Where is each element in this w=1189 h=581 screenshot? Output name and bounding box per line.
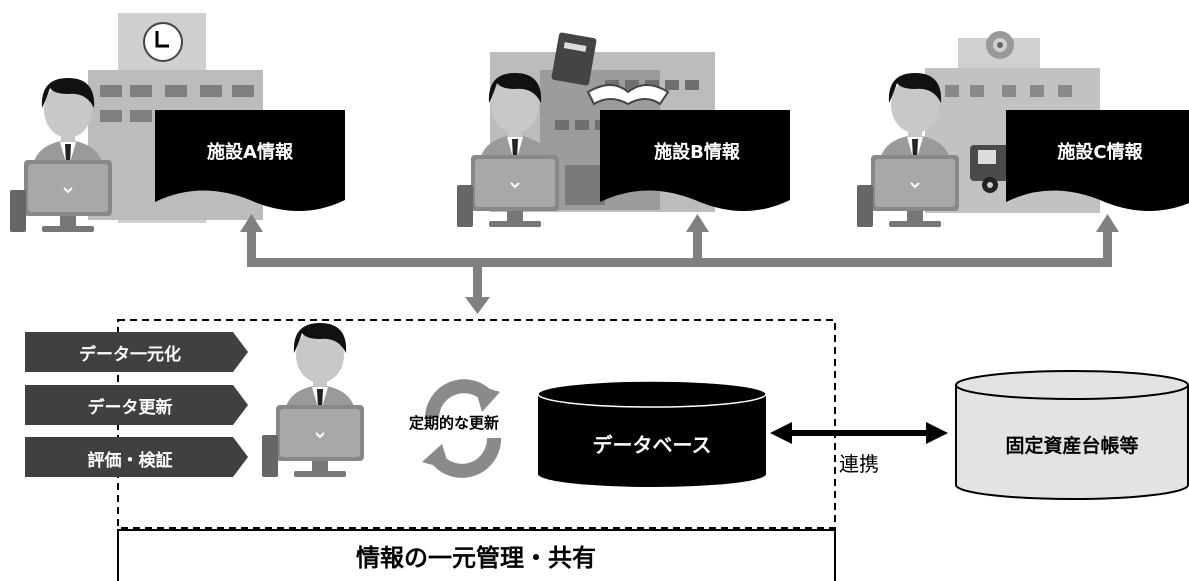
database-cylinder: データベース	[537, 380, 767, 487]
facility-b-doc: 施設B情報	[600, 110, 790, 211]
footer-title-box: 情報の一元管理・共有	[117, 529, 836, 581]
clock-icon	[143, 22, 183, 62]
central-staff-avatar	[261, 322, 365, 478]
task-tag-unify: データ一元化	[25, 332, 248, 372]
link-arrow	[770, 422, 948, 444]
facility-b-label: 施設B情報	[654, 141, 741, 163]
update-label: 定期的な更新	[409, 414, 499, 432]
refresh-cycle-icon	[422, 379, 501, 478]
svg-text:評価・検証: 評価・検証	[88, 450, 173, 471]
svg-text:データ一元化: データ一元化	[79, 344, 181, 365]
footer-title: 情報の一元管理・共有	[356, 544, 596, 572]
external-label: 固定資産台帳等	[1005, 434, 1138, 457]
facility-c-label: 施設C情報	[1057, 141, 1143, 163]
books-icon	[551, 32, 670, 106]
database-label: データベース	[593, 433, 712, 457]
facility-a-label: 施設A情報	[207, 141, 294, 163]
emblem-icon	[986, 31, 1014, 59]
connector-arrows	[240, 214, 1119, 314]
facility-a-doc: 施設A情報	[155, 110, 345, 211]
link-label: 連携	[839, 452, 879, 476]
external-ledger-cylinder: 固定資産台帳等	[955, 370, 1189, 500]
task-tag-update: データ更新	[25, 385, 248, 425]
facility-c-doc: 施設C情報	[1006, 110, 1189, 211]
svg-text:データ更新: データ更新	[88, 397, 173, 418]
task-tag-evaluate: 評価・検証	[25, 437, 248, 477]
